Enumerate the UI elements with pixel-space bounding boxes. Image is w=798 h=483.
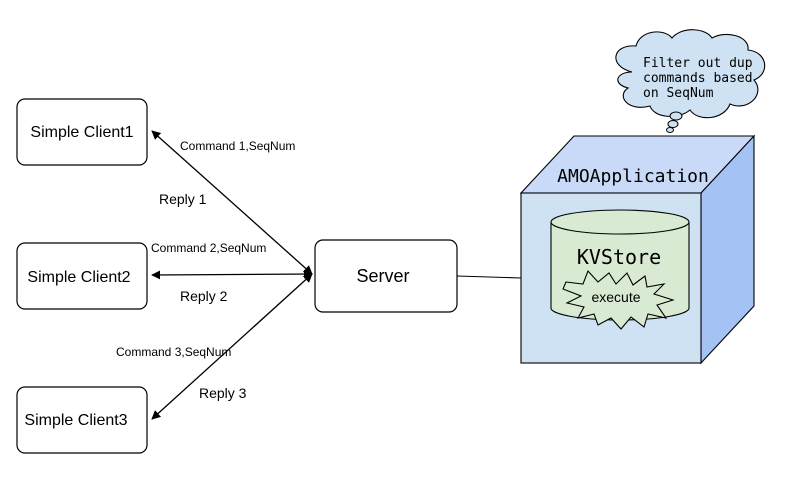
execute-burst: execute [562, 269, 675, 330]
reply-2-label: Reply 2 [180, 288, 228, 304]
execute-label: execute [591, 289, 640, 305]
command-1-label: Command 1,SeqNum [180, 139, 295, 153]
client1-server-arrow [151, 130, 313, 275]
client-1-label: Simple Client1 [30, 124, 133, 141]
client2-server-arrow [151, 269, 313, 280]
thought-line-3: on SeqNum [643, 86, 714, 101]
client-3-label: Simple Client3 [24, 412, 127, 429]
command-3-label: Command 3,SeqNum [116, 345, 231, 359]
server-box: Server [314, 239, 458, 313]
command-2-label: Command 2,SeqNum [151, 241, 266, 255]
client-box-3: Simple Client3 [16, 386, 148, 454]
client3-server-arrow [151, 273, 313, 420]
server-app-connector [456, 275, 522, 279]
thought-line-1: Filter out dup [643, 56, 753, 71]
client-2-label: Simple Client2 [27, 269, 130, 286]
thought-cloud: Filter out dup commands based on SeqNum [615, 29, 766, 133]
server-label: Server [356, 266, 409, 286]
client-box-2: Simple Client2 [16, 242, 148, 310]
reply-3-label: Reply 3 [199, 385, 247, 401]
client-box-1: Simple Client1 [16, 98, 148, 166]
reply-1-label: Reply 1 [159, 191, 207, 207]
amo-application-title: AMOApplication [557, 166, 709, 187]
kvstore-label: KVStore [577, 245, 661, 269]
thought-line-2: commands based [643, 71, 753, 86]
